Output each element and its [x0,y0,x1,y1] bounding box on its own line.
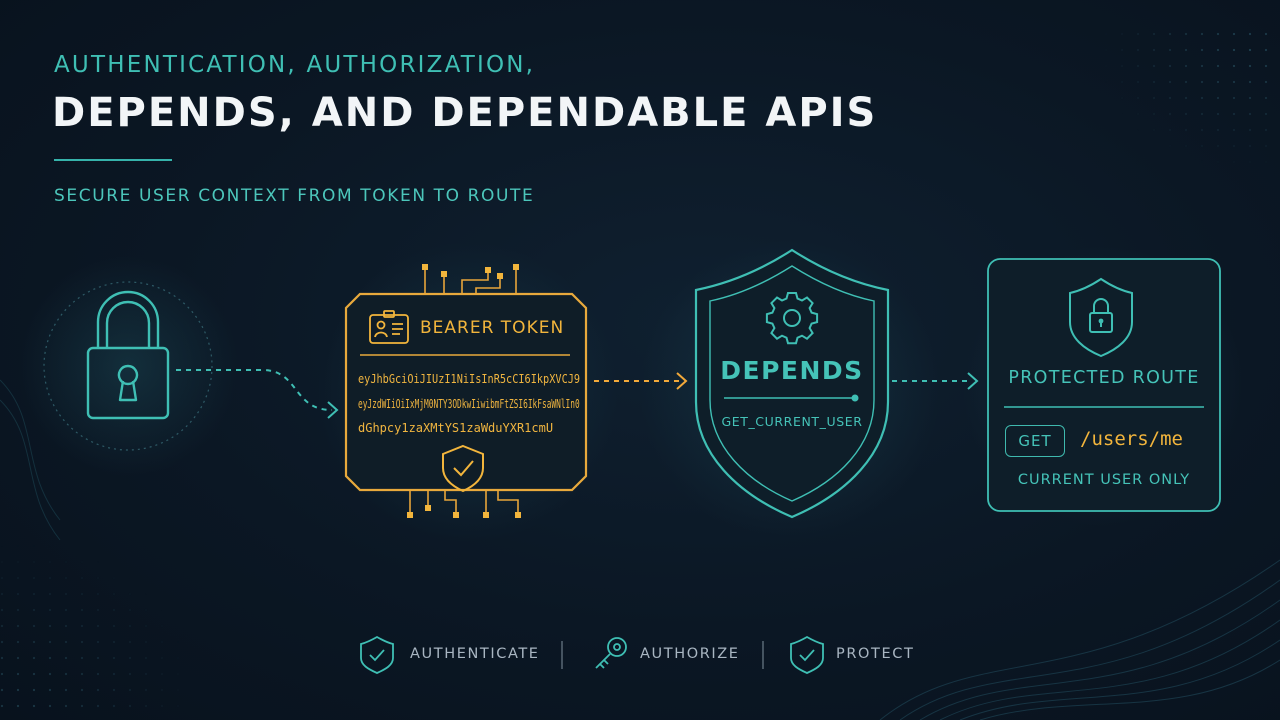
protected-route-card [987,258,1221,512]
footer-authorize-label: AUTHORIZE [640,646,740,662]
token-line-2: eyJzdWIiOiIxMjM0NTY3ODkwIiwibmFtZSI6IkFs… [358,397,580,411]
id-badge-icon [369,310,409,344]
token-line-1: eyJhbGciOiJIUzI1NiIsInR5cCI6IkpXVCJ9 [358,372,581,386]
padlock-icon [86,290,170,420]
shield-lock-icon [1069,277,1133,358]
lock-node [43,281,213,451]
title-divider [54,159,172,161]
footer-protect-label: PROTECT [836,646,915,662]
connector-token-depends [594,372,688,390]
footer-authenticate-label: AUTHENTICATE [410,646,540,662]
route-access-note: CURRENT USER ONLY [1017,472,1191,488]
bearer-token-label: BEARER TOKEN [420,318,565,338]
connector-depends-route [892,372,979,390]
token-line-3: dGhpcy1zaXMtYS1zaWduYXR1cmU [358,421,554,435]
wave-decoration [0,379,1280,720]
page-subtitle: SECURE USER CONTEXT FROM TOKEN TO ROUTE [54,186,535,206]
key-icon [595,637,627,669]
depends-shield [694,248,890,519]
depends-function-name: GET_CURRENT_USER [721,414,863,429]
route-path: /users/me [1080,428,1183,450]
header-eyebrow: AUTHENTICATION, AUTHORIZATION, [54,52,536,78]
token-shield-check-icon [442,444,484,493]
gear-icon [765,292,819,345]
depends-label: DEPENDS [720,356,864,385]
footer-dividers [561,641,764,669]
protect-shield-icon [790,635,824,674]
footer-icons [360,635,824,674]
connector-lock-token [176,369,333,411]
http-method-badge: GET [1005,425,1065,457]
protected-route-label: PROTECTED ROUTE [1008,368,1200,388]
bearer-token-card [344,264,588,518]
page-title: DEPENDS, AND DEPENDABLE APIS [52,90,878,136]
dot-grid-decoration [0,20,1280,720]
authenticate-shield-icon [360,635,394,674]
